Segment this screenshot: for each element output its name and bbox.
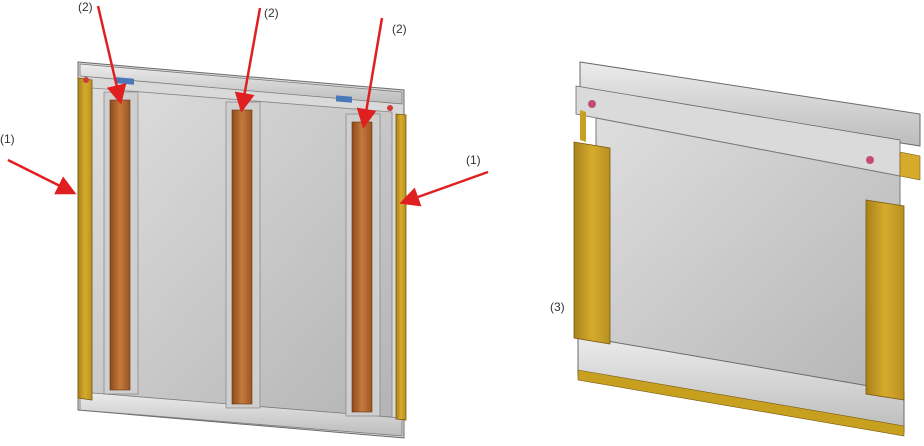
left-pin-b xyxy=(387,105,393,111)
right-panel-assembly xyxy=(573,61,921,437)
right-top-extrusion xyxy=(579,61,921,147)
left-stiffener-3 xyxy=(345,113,381,417)
left-stiffener-1 xyxy=(103,91,139,395)
right-pin-a xyxy=(588,100,596,108)
left-pin-a xyxy=(83,77,89,83)
left-stiffener-2 xyxy=(225,101,261,409)
callout-label-2-b: (2) xyxy=(264,6,279,20)
left-yellow-strip-left xyxy=(77,77,93,401)
left-top-clip-b xyxy=(336,95,352,103)
right-yellow-corner xyxy=(899,151,921,181)
callout-label-1-right: (1) xyxy=(466,153,481,167)
left-top-rail xyxy=(79,63,403,105)
arrow-2-a xyxy=(96,5,127,105)
left-yellow-strip-right xyxy=(395,113,407,421)
callout-label-2-a: (2) xyxy=(78,0,93,14)
arrow-2-c xyxy=(356,17,384,129)
right-pin-b xyxy=(866,156,874,164)
arrow-2-b xyxy=(234,7,262,113)
arrow-1-left xyxy=(7,158,77,195)
callout-label-2-c: (2) xyxy=(392,22,407,36)
right-bottom-yellow-edge xyxy=(577,369,905,437)
left-bottom-rail xyxy=(79,391,403,437)
left-top-clip-a xyxy=(116,77,134,85)
arrow-1-right xyxy=(399,170,489,207)
left-panel-assembly xyxy=(77,61,407,439)
callout-arrows xyxy=(7,5,489,207)
right-yellow-block-right xyxy=(865,199,905,401)
right-yellow-block-left xyxy=(573,141,611,345)
right-yellow-edge-top xyxy=(580,110,586,142)
callout-label-3: (3) xyxy=(550,300,565,314)
callout-label-1-left: (1) xyxy=(0,132,15,146)
